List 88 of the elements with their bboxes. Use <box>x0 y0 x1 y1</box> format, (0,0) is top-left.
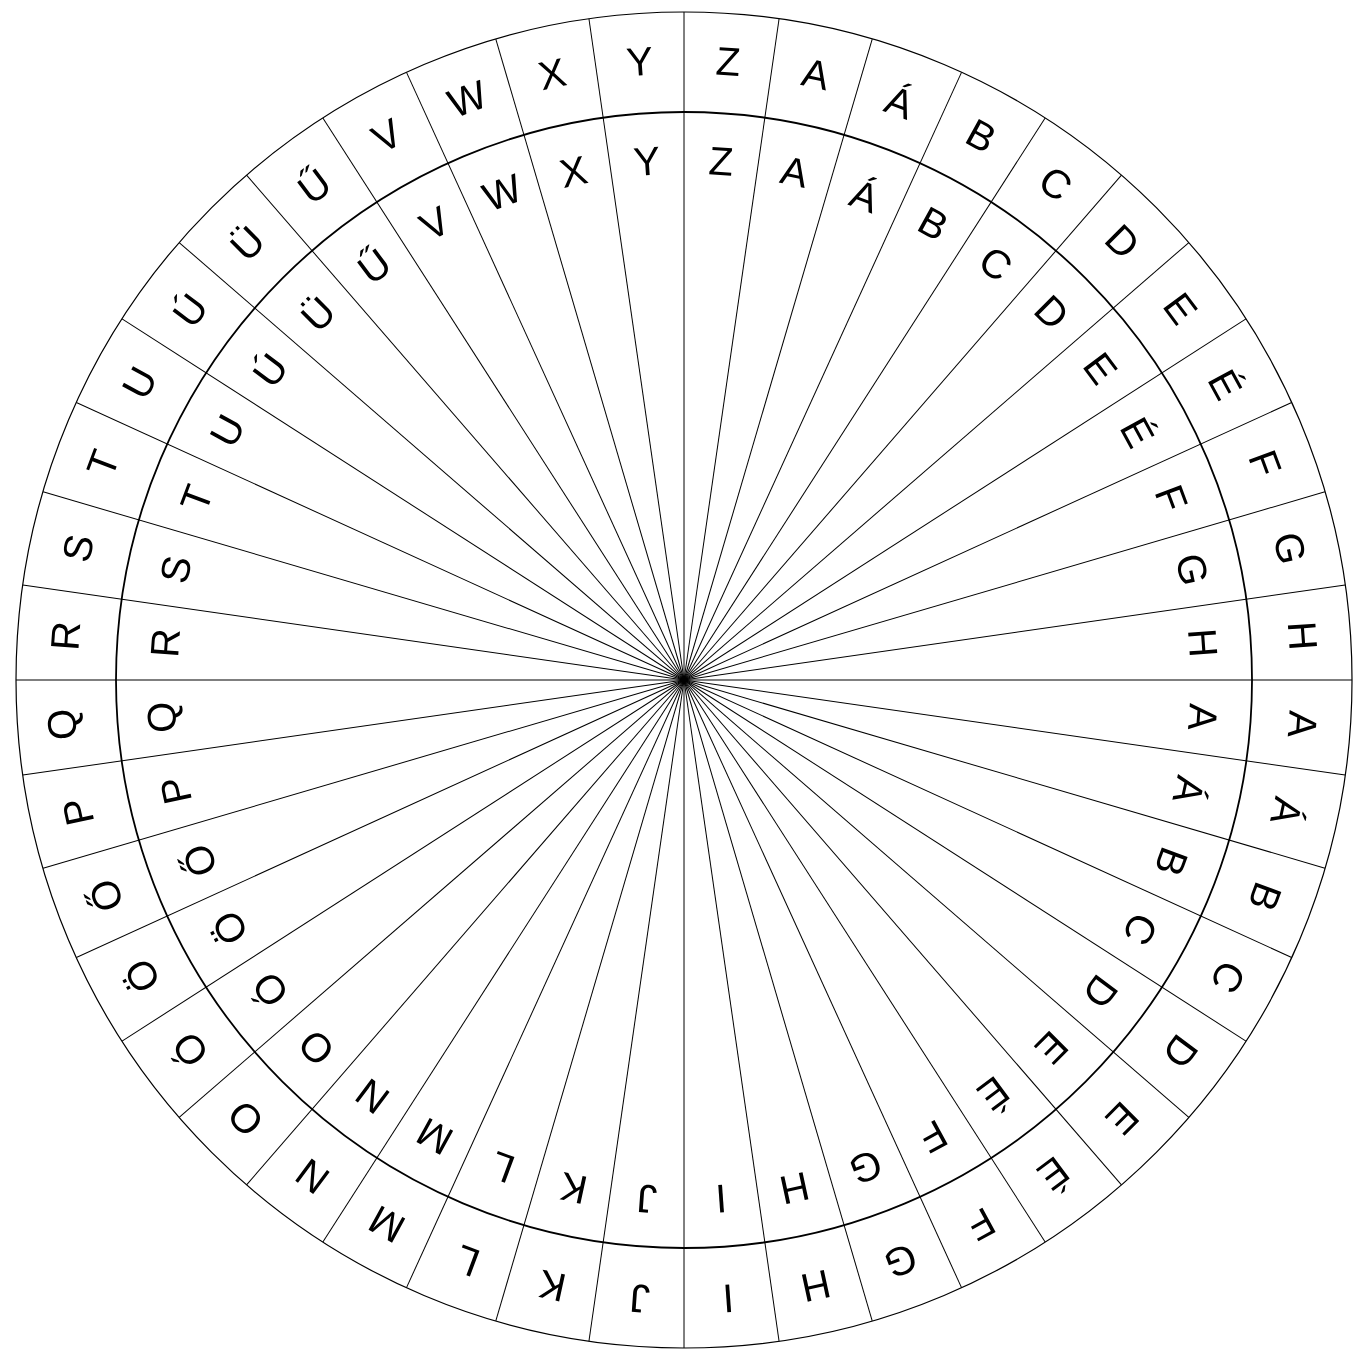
letter: R <box>51 623 81 648</box>
letter: B <box>917 206 946 239</box>
letter: T <box>179 482 211 506</box>
letter: T <box>86 447 117 471</box>
letter: Y <box>626 46 652 76</box>
letter: U <box>209 414 242 444</box>
letter: W <box>445 79 483 116</box>
letter: A <box>778 158 805 189</box>
letter: Ő <box>83 881 121 910</box>
letter: Z <box>709 146 733 176</box>
letter: P <box>64 801 94 825</box>
letter: W <box>479 173 518 210</box>
letter: H <box>1287 623 1317 648</box>
letter: A <box>1188 702 1217 730</box>
letter: Ű <box>297 164 328 201</box>
letter: N <box>295 1158 330 1195</box>
letter: G <box>1177 555 1207 584</box>
letter: K <box>538 1269 565 1302</box>
letter: Ö <box>122 961 157 991</box>
letter: C <box>1213 964 1243 992</box>
letter: I <box>718 1184 724 1213</box>
letter: Q <box>47 710 83 739</box>
letter: B <box>965 118 994 151</box>
letter: E <box>1033 1030 1069 1066</box>
letter: N <box>355 1078 390 1114</box>
letter: D <box>1086 974 1118 1005</box>
letter: Ú <box>252 353 285 385</box>
letter: O <box>301 1033 331 1063</box>
letter: D <box>1104 223 1136 255</box>
letter: C <box>1125 916 1155 944</box>
letter: G <box>850 1152 880 1182</box>
letter: C <box>1042 169 1071 199</box>
letter: D <box>1166 1034 1199 1065</box>
letter: Ó <box>170 1035 205 1064</box>
letter: C <box>982 249 1011 279</box>
letter: A <box>799 60 826 91</box>
letter: Ü <box>229 225 262 258</box>
letter: F <box>971 1207 996 1242</box>
letter: Á <box>1270 795 1307 822</box>
letter: J <box>631 1284 650 1313</box>
letter: A <box>1287 710 1317 737</box>
letter: B <box>1250 882 1282 909</box>
letter: Á <box>847 177 878 214</box>
letter: O <box>231 1104 261 1133</box>
letter: U <box>122 366 154 396</box>
letter: P <box>161 780 192 804</box>
letter: L <box>496 1150 515 1183</box>
letter: Á <box>1172 773 1209 800</box>
letter: Á <box>882 83 912 120</box>
letter: B <box>1156 847 1188 874</box>
letter: H <box>780 1172 809 1204</box>
letter: M <box>416 1117 454 1155</box>
letter: Ú <box>172 293 205 325</box>
letter: É <box>975 1076 1010 1114</box>
letter: G <box>1275 534 1305 563</box>
letter: Z <box>716 47 740 77</box>
letter: É <box>1035 1156 1070 1194</box>
letter: Ü <box>300 296 333 329</box>
letter: V <box>416 205 444 237</box>
letter: L <box>461 1244 480 1277</box>
letter: E <box>1083 352 1118 386</box>
letter: H <box>1188 630 1218 656</box>
letter: E <box>1163 292 1198 326</box>
letter: Ó <box>250 975 285 1004</box>
letter: Ő <box>177 846 215 875</box>
letter: F <box>1155 485 1188 509</box>
letter: V <box>368 117 396 149</box>
letter: I <box>725 1284 732 1313</box>
letter: E <box>1104 1101 1140 1136</box>
letter: Y <box>633 146 659 176</box>
letter: X <box>559 155 589 188</box>
letter: G <box>885 1246 915 1276</box>
letter: F <box>923 1120 948 1154</box>
letter: R <box>150 631 180 655</box>
letter: Q <box>147 703 183 732</box>
letter: Ö <box>210 913 245 943</box>
letter: S <box>161 557 191 583</box>
letter: É <box>1208 369 1247 402</box>
letter: M <box>368 1205 406 1243</box>
letter: J <box>638 1184 657 1213</box>
letter: H <box>801 1270 830 1302</box>
letter: F <box>1248 450 1282 474</box>
letter: É <box>1120 417 1159 450</box>
letter: D <box>1034 294 1066 326</box>
letter: X <box>537 58 568 91</box>
letter: Ű <box>357 244 388 281</box>
letter: S <box>63 535 93 561</box>
letter: K <box>559 1171 587 1204</box>
